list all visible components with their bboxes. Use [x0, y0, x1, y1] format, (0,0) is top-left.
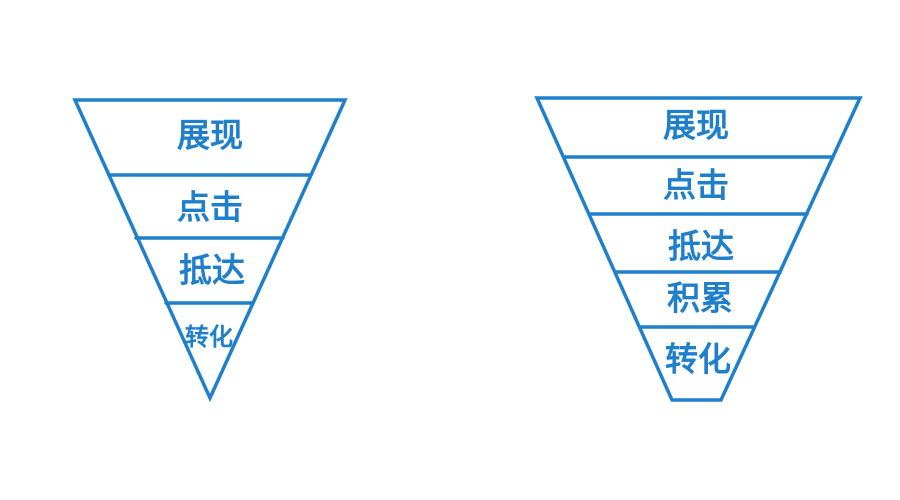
funnel-4-stage-label: 转化 — [185, 323, 233, 351]
funnel-5-outline — [534, 96, 863, 402]
funnel-4-stage-label: 点击 — [177, 188, 243, 227]
funnel-5-stage-label: 展现 — [663, 106, 729, 145]
funnel-4-outline — [72, 98, 348, 403]
funnel-5-stage-label: 积累 — [667, 279, 733, 318]
funnel-5-stage: 展现 点击 抵达 积累 转化 — [534, 96, 863, 402]
funnel-4-stage: 展现 点击 抵达 转化 — [72, 98, 348, 403]
funnel-5-stage-label: 转化 — [665, 340, 731, 379]
funnel-4-stage-label: 抵达 — [179, 251, 245, 290]
funnel-4-stage-label: 展现 — [177, 116, 243, 155]
funnel-5-stage-label: 抵达 — [668, 227, 734, 266]
funnel-5-stage-label: 点击 — [663, 166, 729, 205]
